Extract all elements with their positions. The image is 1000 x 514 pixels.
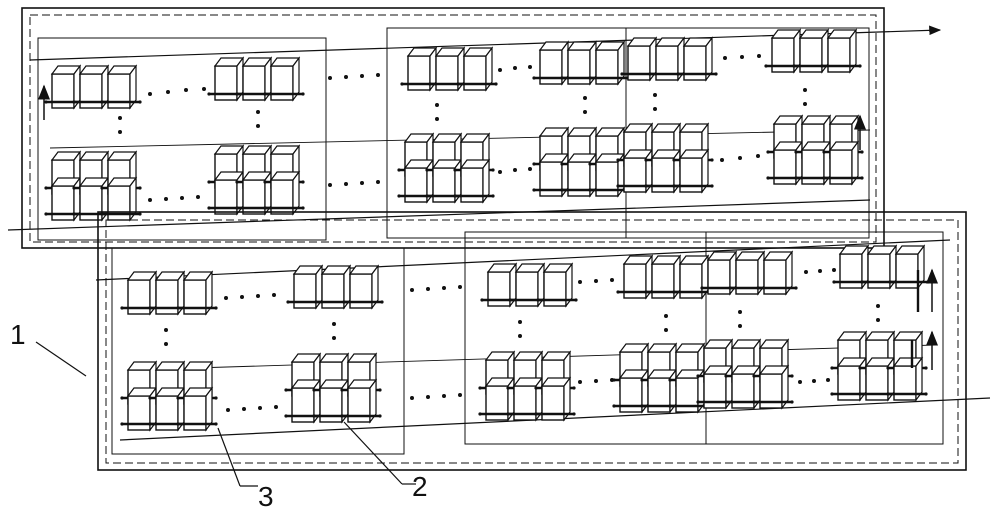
bottom-right-group-box <box>464 231 944 445</box>
bottom-ellipsis-dots <box>164 268 880 412</box>
top-left-group-box <box>37 37 327 241</box>
bottom-module <box>95 211 991 471</box>
bottom-module-outer-frame <box>97 211 967 471</box>
bottom-left-group-box <box>111 247 405 455</box>
top-right-cells-lower <box>397 116 863 202</box>
bottom-module-inner-frame <box>105 219 959 464</box>
callout-3-label: 3 <box>258 481 274 512</box>
top-left-cells-lower <box>44 146 304 220</box>
bottom-left-cells-lower <box>120 354 381 430</box>
callout-3-leader <box>217 427 241 487</box>
callout-2-leader <box>343 421 403 485</box>
callout-1-leader <box>35 341 87 377</box>
callout-1-label: 1 <box>10 319 26 350</box>
bottom-upper-bus-line <box>95 239 951 281</box>
bottom-right-cells-lower <box>478 332 927 420</box>
top-right-cells-upper <box>399 28 863 92</box>
top-ellipsis-dots <box>118 54 807 202</box>
callouts: 1 2 3 <box>10 319 428 512</box>
top-right-group-box <box>386 27 870 239</box>
top-module-outer-frame <box>21 7 885 249</box>
top-left-cells-upper <box>43 56 306 110</box>
top-module <box>7 7 942 249</box>
top-lower-bus-line <box>7 199 871 231</box>
top-module-inner-frame <box>29 14 877 243</box>
bottom-right-cells-upper <box>479 244 931 308</box>
callout-2-label: 2 <box>412 471 428 502</box>
